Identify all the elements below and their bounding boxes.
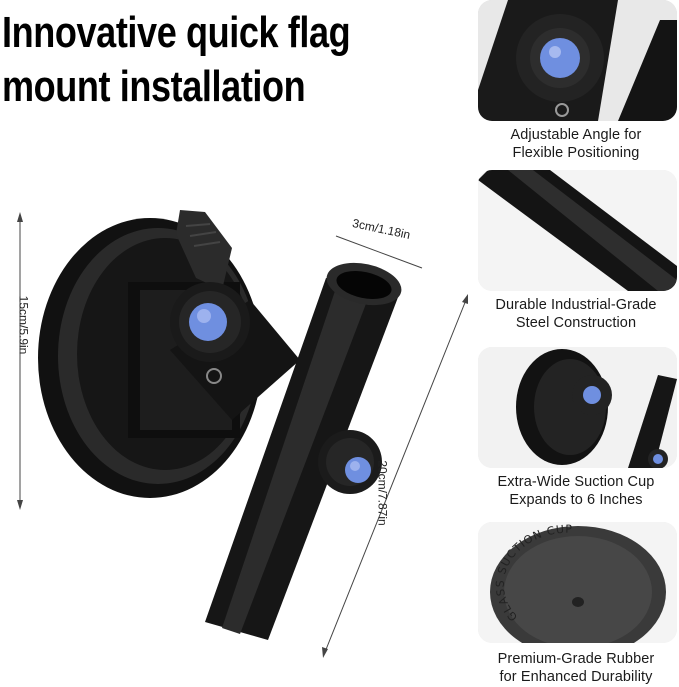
flag-pole-tube [205, 262, 402, 640]
feature-image-adjustable-angle [478, 0, 677, 121]
tube-lock-knob [318, 430, 382, 494]
flag-mount-illustration [17, 210, 468, 658]
height-dimension-line [17, 212, 23, 510]
title-line-1: Innovative quick flag [2, 8, 351, 57]
diameter-dimension-line [335, 235, 423, 269]
feature-caption-adjustable-angle: Adjustable Angle for Flexible Positionin… [510, 127, 642, 161]
feature-image-steel-construction [478, 170, 677, 291]
feature-caption-premium-rubber: Premium-Grade Rubber for Enhanced Durabi… [497, 651, 655, 685]
angle-knob [170, 282, 250, 362]
page-title: Innovative quick flag mount installation [2, 6, 387, 114]
feature-image-suction-cup [478, 347, 677, 468]
feature-caption-steel-construction: Durable Industrial-Grade Steel Construct… [495, 297, 657, 331]
height-dimension-label: 15cm/5.9in [16, 295, 31, 355]
length-dimension-line [322, 294, 468, 658]
feature-image-premium-rubber: GLASS SUCTION CUP [478, 522, 677, 643]
feature-caption-suction-cup: Extra-Wide Suction Cup Expands to 6 Inch… [497, 474, 655, 508]
length-dimension-label: 20cm/7.87in [375, 460, 390, 526]
title-line-2: mount installation [2, 62, 306, 111]
